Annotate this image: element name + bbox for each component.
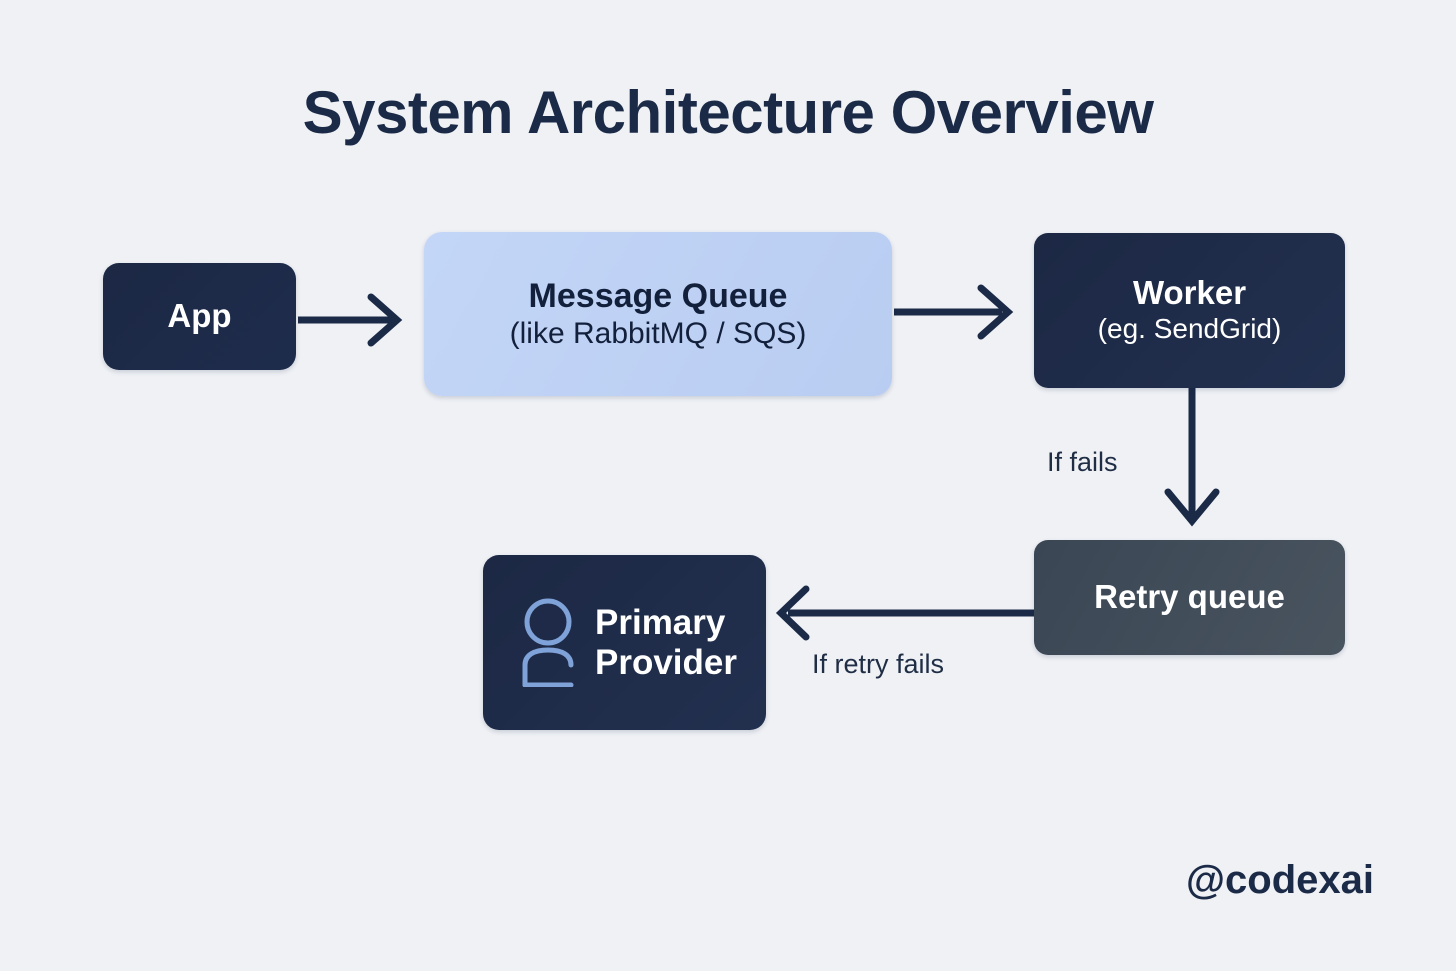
node-retry-queue[interactable]: Retry queue (1034, 540, 1345, 655)
node-app-label: App (167, 297, 232, 335)
node-worker-sublabel: (eg. SendGrid) (1097, 313, 1282, 345)
node-primary-provider[interactable]: Primary Provider (483, 555, 766, 730)
node-retry-queue-label: Retry queue (1094, 578, 1285, 616)
node-app[interactable]: App (103, 263, 296, 370)
edge-label-if-retry-fails: If retry fails (812, 649, 945, 679)
node-primary-provider-label-line2: Provider (595, 642, 737, 682)
edge-label-if-fails: If fails (1047, 447, 1118, 477)
arrow-retry-to-provider (775, 585, 1034, 641)
arrow-app-to-queue (298, 293, 403, 347)
node-primary-provider-label-line1: Primary (595, 602, 726, 642)
node-primary-provider-text: Primary Provider (595, 603, 737, 682)
arrow-worker-to-retry (1164, 388, 1220, 527)
node-worker[interactable]: Worker (eg. SendGrid) (1034, 233, 1345, 388)
watermark: @codexai (1186, 858, 1374, 902)
arrow-queue-to-worker (894, 284, 1014, 340)
person-icon (517, 595, 583, 692)
node-message-queue[interactable]: Message Queue (like RabbitMQ / SQS) (424, 232, 892, 396)
node-worker-label: Worker (1132, 274, 1247, 312)
node-message-queue-label: Message Queue (528, 276, 788, 315)
page-title: System Architecture Overview (302, 79, 1154, 146)
node-message-queue-sublabel: (like RabbitMQ / SQS) (509, 316, 807, 350)
